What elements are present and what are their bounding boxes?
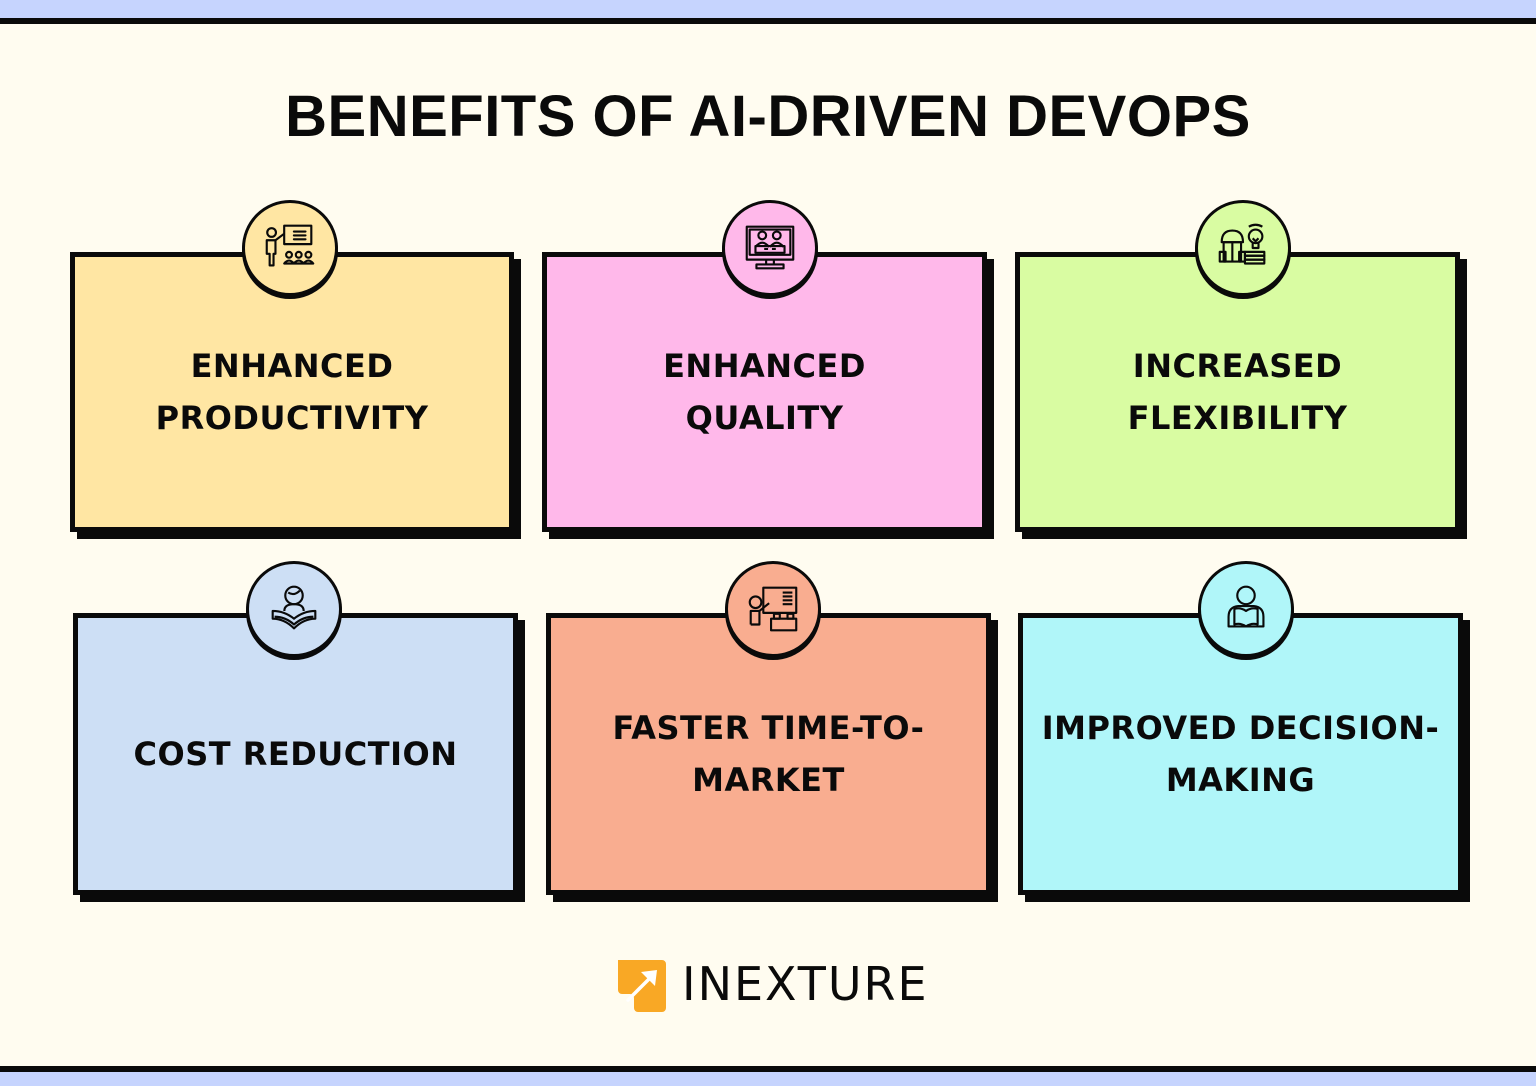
video-conference-monitor-icon — [722, 200, 818, 296]
card-cost-reduction: COST REDUCTION — [73, 613, 518, 895]
card-increased-flexibility: INCREASED FLEXIBILITY — [1015, 252, 1460, 532]
top-band — [0, 0, 1536, 18]
card-label: ENHANCED PRODUCTIVITY — [155, 347, 429, 437]
teacher-presentation-icon — [242, 200, 338, 296]
card-label: FASTER TIME-TO- MARKET — [612, 709, 925, 799]
logo-wordmark: INEXTURE — [682, 957, 929, 1011]
card-faster-time-to-market: FASTER TIME-TO- MARKET — [546, 613, 991, 895]
card-label: INCREASED FLEXIBILITY — [1127, 347, 1348, 437]
page-title: BENEFITS OF AI-DRIVEN DEVOPS — [285, 84, 1251, 149]
card-enhanced-productivity: ENHANCED PRODUCTIVITY — [70, 252, 514, 532]
reader-open-book-icon — [246, 561, 342, 657]
card-label: COST REDUCTION — [133, 735, 458, 773]
card-improved-decision-making: IMPROVED DECISION- MAKING — [1018, 613, 1463, 895]
card-label: IMPROVED DECISION- MAKING — [1041, 709, 1440, 799]
bottom-band — [0, 1072, 1536, 1086]
card-enhanced-quality: ENHANCED QUALITY — [542, 252, 987, 532]
presenter-whiteboard-icon — [725, 561, 821, 657]
bottom-divider — [0, 1066, 1536, 1072]
person-reading-icon — [1198, 561, 1294, 657]
card-label: ENHANCED QUALITY — [663, 347, 866, 437]
arrow-logo-icon — [618, 960, 666, 1012]
student-backpack-lightbulb-icon — [1195, 200, 1291, 296]
inexture-logo: INEXTURE — [614, 956, 929, 1012]
top-divider — [0, 18, 1536, 24]
